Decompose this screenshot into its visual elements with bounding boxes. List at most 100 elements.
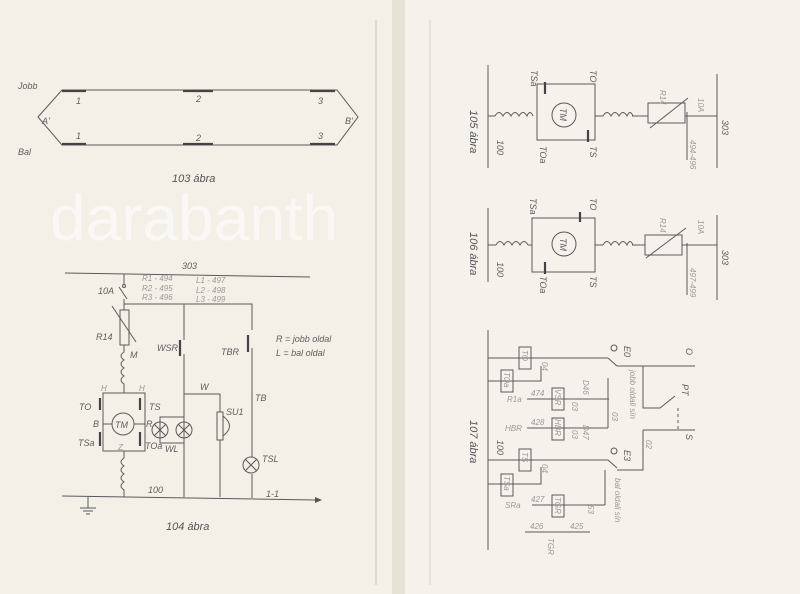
label-tb: TB <box>255 393 267 403</box>
wire-303 <box>64 272 311 278</box>
motor-bridge <box>536 83 596 141</box>
caption-104: 104 ábra <box>166 521 209 533</box>
label-303: 303 <box>182 261 197 271</box>
label-range: 494-496 <box>688 140 697 170</box>
label-hbr-relay: HBR <box>553 419 562 436</box>
coil-m <box>120 345 125 393</box>
label-e0: E0 <box>622 346 632 357</box>
label-wl: WL <box>165 444 179 454</box>
motor-tm <box>111 412 135 436</box>
label-l3: L3 - 499 <box>196 295 226 304</box>
label-z: Z <box>117 443 124 452</box>
label-to: TO <box>588 198 598 210</box>
figure-106: 106 ábra 100 TSa TO TM TOa TS R14 10A 30… <box>467 198 730 300</box>
label-tsa: TSa <box>502 476 511 491</box>
coil <box>495 241 529 247</box>
label-top-3: 3 <box>318 96 323 106</box>
label-bottom-3: 3 <box>318 131 323 141</box>
label-wsr: WSR <box>157 343 178 353</box>
figure-107: E0 E3 PT O S jobb oldali sín bal oldali … <box>467 330 695 555</box>
lamp-icon <box>151 421 169 439</box>
relay-vsr <box>551 387 565 411</box>
label-r2: R2 - 495 <box>142 284 173 293</box>
label-100: 100 <box>148 485 163 495</box>
right-page <box>405 0 800 594</box>
label-bal: Bal <box>18 147 32 157</box>
lamp-icon <box>175 421 193 439</box>
label-r14: R14 <box>658 90 667 105</box>
label-wire-03: 03 <box>570 402 579 411</box>
left-page <box>0 0 392 594</box>
label-b: B <box>93 419 99 429</box>
legend-r: R = jobb oldal <box>276 334 332 344</box>
label-ts: TS <box>520 452 529 463</box>
label-d46: D46 <box>581 380 590 395</box>
label-e3: E3 <box>622 450 632 461</box>
label-b: B' <box>345 116 353 126</box>
legend-l: L = bal oldal <box>276 348 326 358</box>
label-1-1: 1-1 <box>266 489 279 499</box>
label-r1a: R1a <box>507 395 522 404</box>
label-top-2: 2 <box>195 94 201 104</box>
label-10a: 10A <box>696 98 705 112</box>
label-wire-03: 03 <box>610 412 619 421</box>
arrow-icon <box>315 497 322 503</box>
fuse-switch <box>118 286 128 300</box>
coil-lower <box>120 451 125 497</box>
label-tsl: TSL <box>262 454 279 464</box>
label-100: 100 <box>495 440 505 455</box>
figure-105: 105 ábra 100 TSa TO TM TOa TS R14 10A 30… <box>467 65 730 170</box>
label-wire-02: 02 <box>644 440 653 449</box>
label-s: S <box>684 434 694 440</box>
label-100: 100 <box>495 262 505 277</box>
label-425: 425 <box>570 522 584 531</box>
switch-e3 <box>610 447 618 455</box>
label-r3: R3 - 496 <box>142 293 173 302</box>
label-toa: TOa <box>502 372 511 388</box>
label-426: 426 <box>530 522 544 531</box>
label-toa: TOa <box>538 276 548 293</box>
figure-104: 303 10A R1 - 494 R2 - 495 R3 - 496 L1 - … <box>61 261 332 533</box>
note-e3: bal oldali sín <box>613 478 622 523</box>
label-tsa: TSa <box>528 198 538 215</box>
label-10a: 10A <box>98 286 114 296</box>
label-tm: TM <box>558 108 568 121</box>
label-d47: D47 <box>581 425 590 440</box>
label-tsa: TSa <box>529 70 539 87</box>
label-to: TO <box>79 402 91 412</box>
label-r: R <box>146 419 153 429</box>
label-vsr: VSR <box>553 389 562 406</box>
label-top-1: 1 <box>76 96 81 106</box>
label-hbr: HBR <box>505 424 522 433</box>
label-tgr: TGR <box>553 497 562 514</box>
label-wire-53: 53 <box>586 505 595 514</box>
label-a: A' <box>41 116 50 126</box>
label-tbr: TBR <box>221 347 240 357</box>
label-sra: SRa <box>505 501 521 510</box>
label-wire-04: 04 <box>540 362 549 371</box>
label-su1: SU1 <box>226 407 244 417</box>
label-o: O <box>684 348 694 355</box>
label-jobb: Jobb <box>17 81 38 91</box>
motor-tm <box>551 102 577 128</box>
relay-hbr <box>551 417 565 441</box>
label-toa: TOa <box>538 146 548 163</box>
relay-toa <box>500 369 514 393</box>
relay-tsa <box>500 473 514 497</box>
label-pt: PT <box>680 384 690 397</box>
label-428: 428 <box>531 418 545 427</box>
label-303: 303 <box>720 120 730 135</box>
caption-107: 107 ábra <box>467 420 479 463</box>
label-r14: R14 <box>658 218 667 233</box>
label-bottom-1: 1 <box>76 131 81 141</box>
label-r1: R1 - 494 <box>142 274 173 283</box>
label-bottom-2: 2 <box>195 133 201 143</box>
label-10a: 10A <box>696 220 705 234</box>
watermark: darabanth <box>50 182 338 254</box>
relay-tgr <box>551 494 565 518</box>
label-toa: TOa <box>145 441 162 451</box>
wire-100 <box>61 495 316 501</box>
label-h-right: H <box>139 384 145 393</box>
figure-103: Jobb Bal A' B' 1 2 3 1 2 3 103 ábra <box>17 81 359 185</box>
